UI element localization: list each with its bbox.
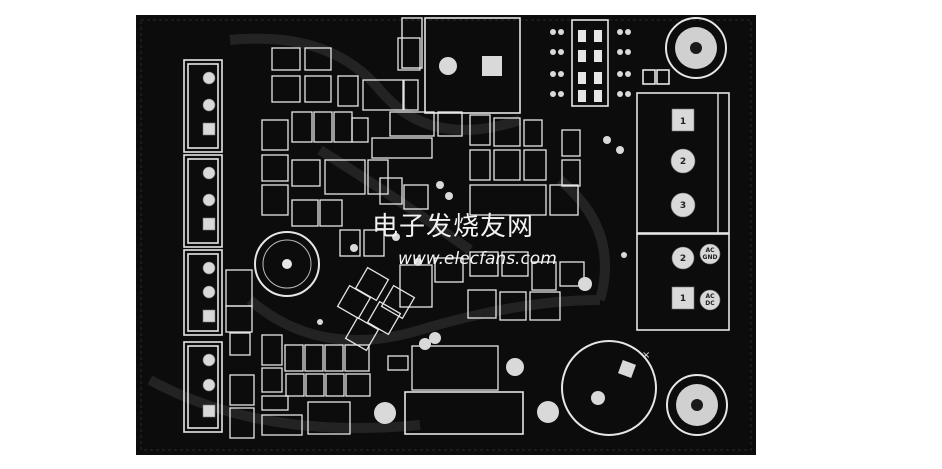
mounting-hole-middle-left: [254, 231, 320, 297]
copper-traces: [147, 33, 610, 433]
smd-components: [225, 37, 585, 439]
terminal-lower-pin-1: 1: [680, 294, 686, 304]
watermark: 电子发烧友网 www.elecfans.com: [372, 212, 557, 269]
terminal-lower-label-gnd: GND: [703, 254, 718, 261]
terminal-upper-pin-3: 3: [680, 201, 686, 211]
power-module-top: [401, 17, 521, 114]
connector-j2: [183, 154, 223, 248]
mounting-hole-top-right: [665, 17, 727, 79]
through-hole-pads: [317, 136, 627, 376]
axial-resistor: [374, 391, 559, 435]
terminal-lower-label-dc: DC: [705, 300, 715, 307]
electrolytic-capacitor: ×: [561, 340, 657, 436]
ic-right-top: [571, 19, 609, 107]
terminal-lower-label-ac-1: AC: [705, 247, 715, 254]
svg-text:×: ×: [642, 350, 650, 361]
terminal-upper-pin-1: 1: [680, 117, 686, 127]
mounting-hole-bottom-right: [666, 374, 728, 436]
smd-cluster-top-right: [642, 69, 670, 85]
terminal-block-upper: [636, 92, 730, 234]
connector-j4: [183, 341, 223, 433]
watermark-url: www.elecfans.com: [398, 249, 557, 269]
terminal-lower-pin-2: 2: [680, 254, 686, 264]
terminal-block-lower: [636, 233, 730, 331]
connector-j3: [183, 249, 223, 336]
connector-j1: [183, 59, 223, 153]
terminal-lower-label-ac-2: AC: [705, 293, 715, 300]
watermark-chinese: 电子发烧友网: [372, 212, 534, 242]
small-led-array: [550, 29, 631, 97]
terminal-upper-pin-2: 2: [680, 157, 686, 167]
